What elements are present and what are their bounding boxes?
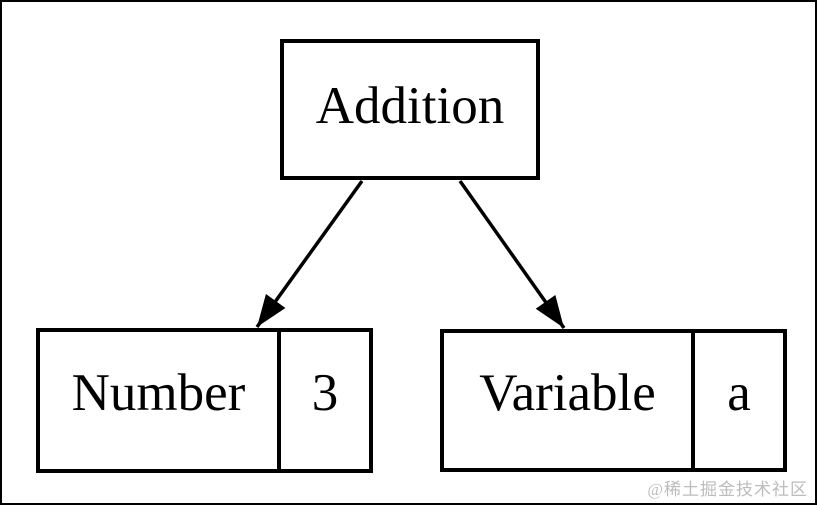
node-variable-value-label: a [691,333,783,468]
edge-addition-to-number [255,179,364,329]
edge-addition-to-variable [458,179,566,330]
node-variable: Variable a [440,329,787,472]
node-addition-label: Addition [315,77,505,135]
watermark-text: @稀土掘金技术社区 [647,480,808,499]
node-number: Number 3 [36,328,373,473]
node-addition: Addition [280,39,540,180]
node-variable-type-label: Variable [479,364,656,422]
node-number-value-label: 3 [277,332,369,469]
node-number-type-label: Number [71,364,246,422]
